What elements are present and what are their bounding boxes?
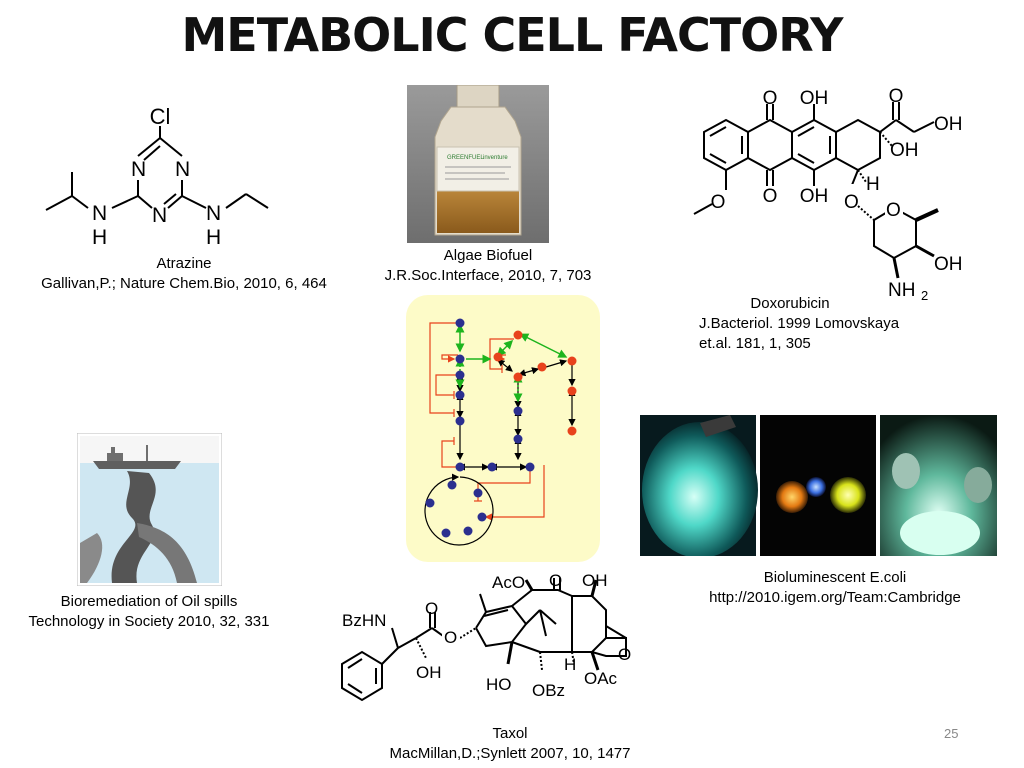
taxol-structure: AcO O OH BzHN O O OH HO OBz H OAc O [341,571,631,702]
page-number: 25 [944,726,959,741]
algae-biofuel-photo: GREENFUEL inventure [407,85,549,243]
atrazine-n2-label: N [175,158,190,181]
doxorubicin-structure: O OH O OH OH O OH O H O O OH NH 2 [693,86,963,300]
doxo-oh-sugar: OH [934,254,963,275]
taxol-obz: OBz [532,681,565,700]
taxol-oac: OAc [584,669,618,688]
atrazine-cl-label: Cl [150,108,171,129]
algae-label-brand: GREENFUEL [447,155,484,161]
taxol-o-ketone: O [549,571,562,590]
doxo-oh-bottom: OH [800,186,829,207]
atrazine-name: Atrazine [156,255,212,272]
atrazine-structure: Cl N N N N H N H [45,108,269,249]
metabolic-network-diagram [406,295,600,562]
atrazine-n1-label: N [131,158,146,181]
doxorubicin-citation-line2: et.al. 181, 1, 305 [699,335,811,352]
ecoli-caption: Bioluminescent E.coli http://2010.igem.o… [670,568,1000,608]
doxo-h: H [866,174,880,195]
doxo-oh-ring: OH [890,140,919,161]
taxol-name: Taxol [492,725,528,742]
doxo-o-bottom: O [763,186,778,207]
taxol-o-ester: O [425,599,438,618]
oil-spill-illustration [77,433,222,586]
bioluminescent-ecoli-photos [640,415,997,556]
doxo-nh2: NH [888,280,915,300]
ecoli-url: http://2010.igem.org/Team:Cambridge [709,589,961,606]
tanker-ship-icon [93,445,181,469]
atrazine-nh-right-n: N [206,202,221,225]
doxo-oh-side: OH [934,114,963,135]
atrazine-caption: Atrazine Gallivan,P.; Nature Chem.Bio, 2… [0,254,368,294]
ecoli-name: Bioluminescent E.coli [763,569,907,586]
taxol-oh-side: OH [416,663,442,682]
taxol-o-link: O [444,628,457,647]
oil-caption: Bioremediation of Oil spills Technology … [0,592,298,632]
slide-title: METABOLIC CELL FACTORY [181,8,844,62]
taxol-aco: AcO [492,573,525,592]
doxo-o-top: O [763,88,778,109]
doxo-oh-top: OH [800,88,829,109]
taxol-h: H [564,655,576,674]
doxo-ome-o: O [711,192,726,213]
taxol-o-oxetane: O [618,645,631,664]
doxorubicin-name: Doxorubicin [750,295,830,312]
taxol-ho: HO [486,675,512,694]
taxol-citation: MacMillan,D.;Synlett 2007, 10, 1477 [389,745,631,762]
algae-label-partner: inventure [483,155,508,161]
doxo-o-ketone: O [889,86,904,107]
taxol-bzhn: BzHN [342,611,386,630]
atrazine-nh-left-h: H [92,226,107,249]
doxo-o-sugar: O [886,200,901,221]
algae-name: Algae Biofuel [443,247,533,264]
atrazine-nh-left-n: N [92,202,107,225]
algae-caption: Algae Biofuel J.R.Soc.Interface, 2010, 7… [330,246,646,286]
doxo-o-glyco: O [844,192,859,213]
doxo-nh2-sub: 2 [921,288,928,300]
taxol-caption: Taxol MacMillan,D.;Synlett 2007, 10, 147… [350,724,670,764]
doxorubicin-citation: J.Bacteriol. 1999 Lomovskaya et.al. 181,… [699,314,939,354]
taxol-oh-top: OH [582,571,608,590]
oil-name: Bioremediation of Oil spills [60,593,238,610]
atrazine-citation: Gallivan,P.; Nature Chem.Bio, 2010, 6, 4… [41,275,327,292]
algae-citation: J.R.Soc.Interface, 2010, 7, 703 [384,267,592,284]
doxorubicin-citation-line1: J.Bacteriol. 1999 Lomovskaya [699,315,900,332]
oil-citation: Technology in Society 2010, 32, 331 [28,613,270,630]
atrazine-n3-label: N [152,204,167,227]
atrazine-nh-right-h: H [206,226,221,249]
